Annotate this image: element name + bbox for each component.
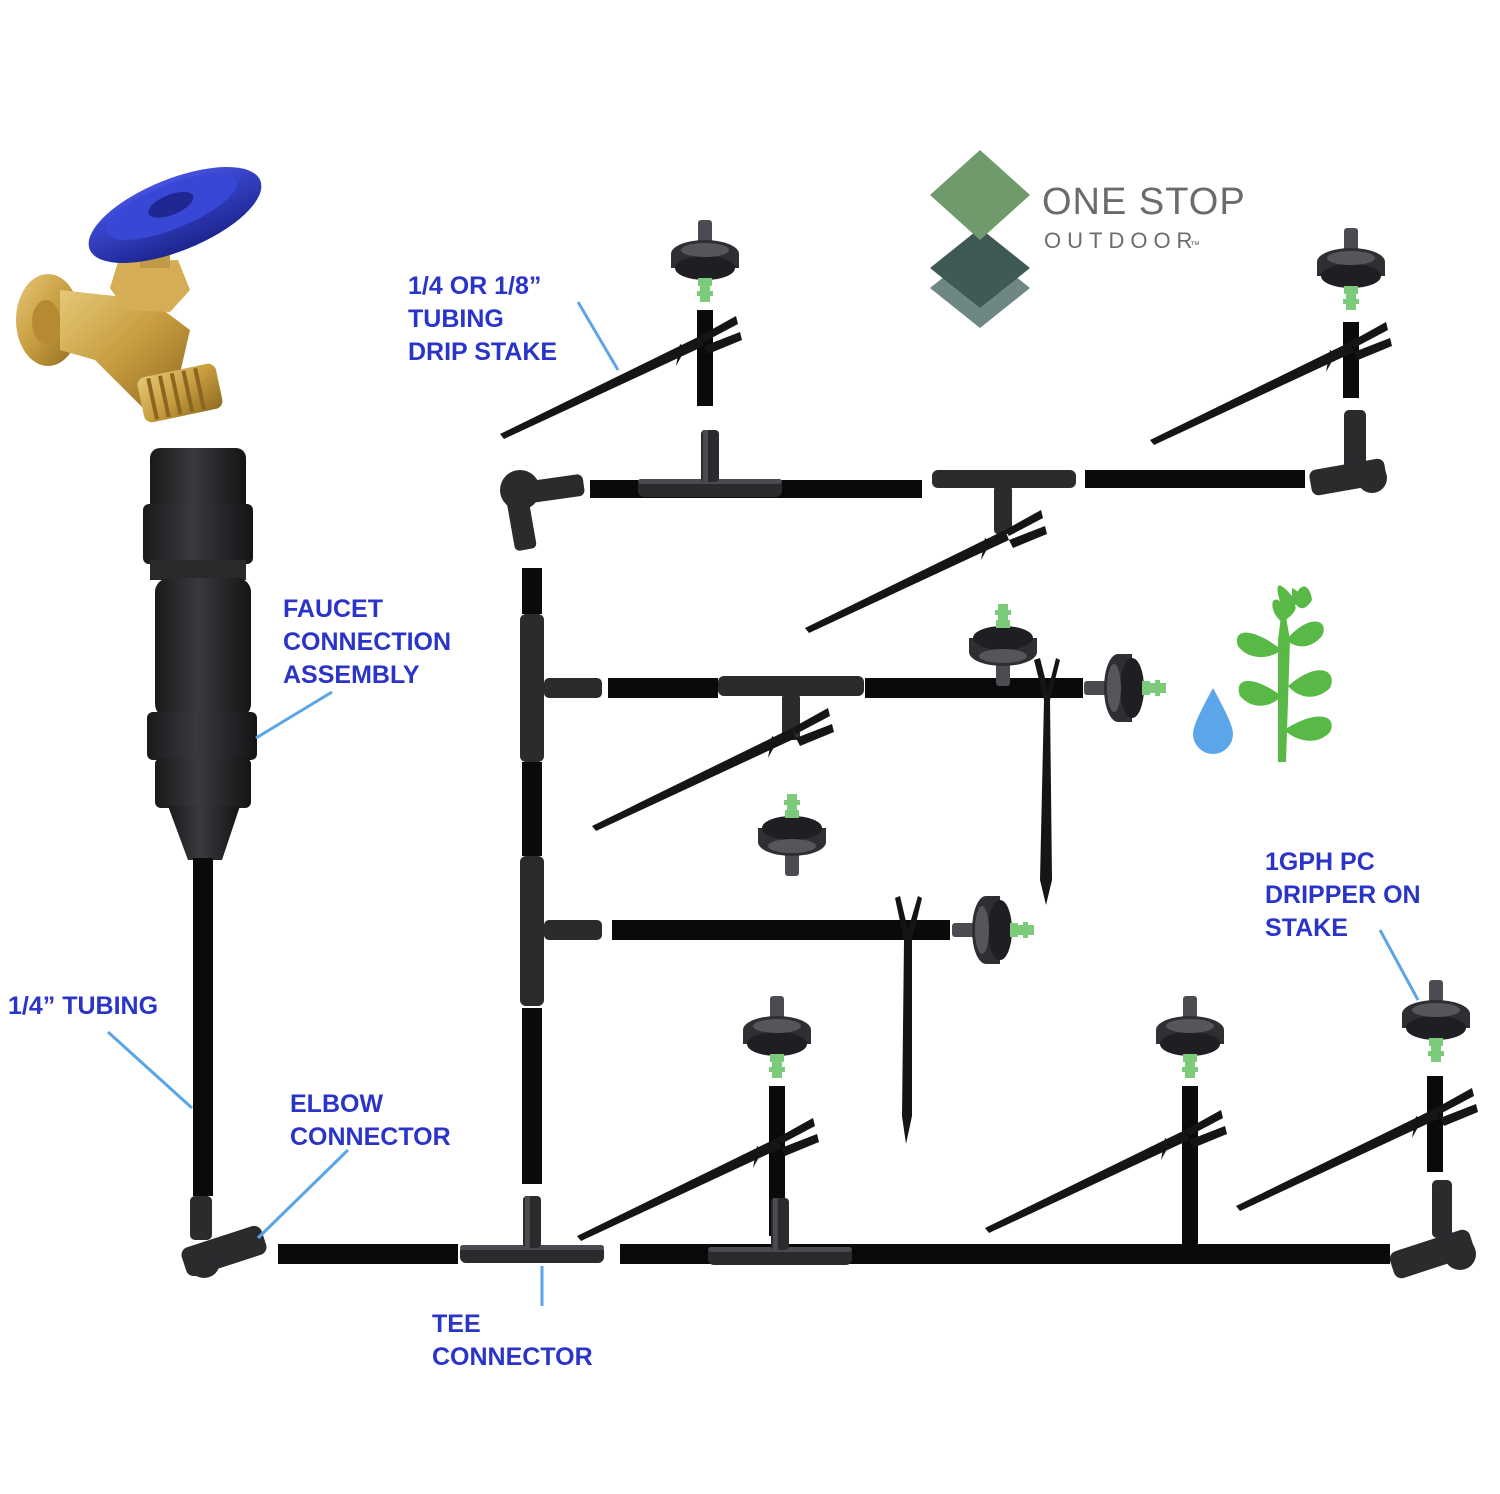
label-dripper: 1GPH PC DRIPPER ON STAKE [1265, 848, 1421, 942]
faucet-icon [16, 167, 262, 423]
water-drop-icon [1193, 688, 1233, 754]
brand-logo-icon [930, 150, 1030, 328]
label-line: 1/4” TUBING [8, 992, 158, 1020]
tee-connector-main [460, 1196, 604, 1263]
dripper-bottom-2 [1156, 996, 1224, 1078]
label-elbow: ELBOW CONNECTOR [290, 1090, 451, 1151]
tee-connector-bottom-2 [708, 1198, 852, 1265]
elbow-connector-top-right [1309, 410, 1387, 496]
tee-connector-top-1 [638, 430, 782, 497]
plant-icon [1236, 585, 1332, 762]
label-line: DRIP STAKE [408, 338, 557, 366]
tee-connector-vertical-1 [520, 614, 602, 762]
dripper-top-2 [1317, 228, 1385, 310]
label-line: STAKE [1265, 914, 1348, 942]
label-line: DRIPPER ON [1265, 881, 1421, 909]
label-line: ASSEMBLY [283, 661, 420, 689]
tee-connector-top-2 [932, 470, 1076, 534]
label-line: ELBOW [290, 1090, 383, 1118]
brand-name: ONE STOP [1042, 181, 1246, 223]
label-line: CONNECTOR [290, 1123, 451, 1151]
label-line: CONNECTION [283, 628, 451, 656]
elbow-connector-bottom-right [1389, 1180, 1476, 1279]
label-line: 1GPH PC [1265, 848, 1375, 876]
label-line: CONNECTOR [432, 1343, 593, 1371]
tee-connector-vertical-2 [520, 856, 602, 1006]
label-line: 1/4 OR 1/8” [408, 272, 541, 300]
brand-tm: ™ [1190, 240, 1200, 251]
label-line: TEE [432, 1310, 481, 1338]
dripper-bottom-1 [743, 996, 811, 1078]
label-faucet-assembly: FAUCET CONNECTION ASSEMBLY [283, 595, 451, 689]
label-line: FAUCET [283, 595, 383, 623]
tubing-runs [193, 310, 1443, 1264]
elbow-connector-top-left [500, 470, 585, 551]
dripper-mid-1 [969, 604, 1037, 686]
drip-stake-vertical-1 [1034, 658, 1060, 905]
leader-lines [106, 301, 1420, 1306]
dripper-side-2 [952, 896, 1034, 964]
dripper-top-1 [671, 220, 739, 302]
drip-stake-vertical-2 [895, 896, 922, 1144]
faucet-connection-assembly [143, 448, 257, 860]
dripper-mid-2 [758, 794, 826, 876]
dripper-side-1 [1084, 654, 1166, 722]
label-drip-stake: 1/4 OR 1/8” TUBING DRIP STAKE [408, 272, 557, 366]
label-line: TUBING [408, 305, 504, 333]
label-tubing: 1/4” TUBING [8, 992, 158, 1020]
elbow-connector-bottom-left [181, 1196, 267, 1278]
label-tee: TEE CONNECTOR [432, 1310, 593, 1371]
brand-sub: OUTDOOR [1044, 228, 1198, 253]
